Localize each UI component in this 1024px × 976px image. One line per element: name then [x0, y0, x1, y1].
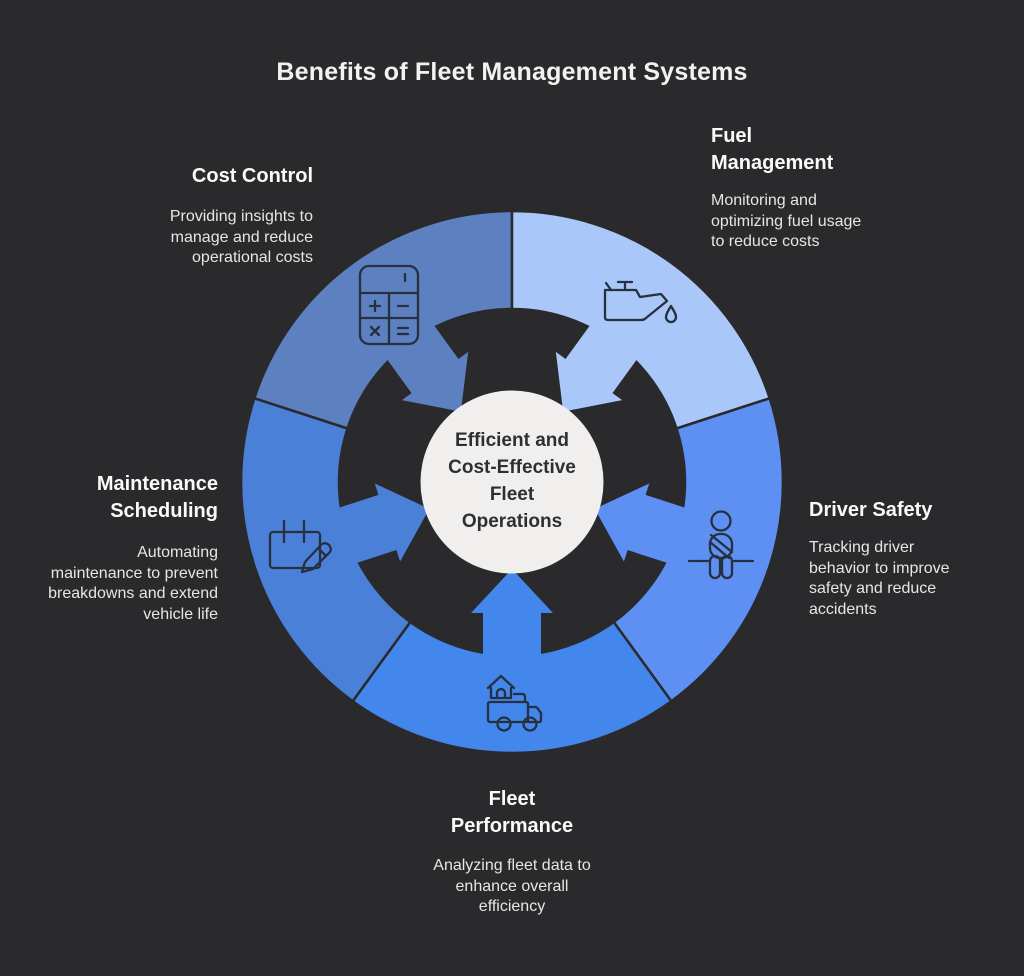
house-truck-icon	[486, 674, 543, 732]
section-description: Automating maintenance to prevent breakd…	[48, 544, 218, 623]
oil-can-icon	[603, 280, 678, 324]
section-fleet-performance: Fleet Performance Analyzing fleet data t…	[392, 786, 632, 918]
section-label: Maintenance Scheduling	[96, 473, 218, 522]
section-maintenance-scheduling: Maintenance Scheduling Automating mainte…	[47, 471, 218, 625]
arrow-maintenance-scheduling	[326, 483, 430, 568]
page-title: Benefits of Fleet Management Systems	[276, 58, 748, 86]
center-label: Efficient and Cost-Effective Fleet Opera…	[392, 427, 632, 535]
section-description: Tracking driver behavior to improve safe…	[809, 539, 950, 618]
center-label-line: Fleet	[489, 484, 535, 505]
section-label: Cost Control	[191, 165, 313, 187]
section-description: Analyzing fleet data to enhance overall …	[433, 857, 591, 915]
calendar-pencil-icon	[268, 519, 332, 574]
center-label-line: Operations	[461, 511, 563, 532]
seatbelt-person-icon	[687, 510, 755, 580]
segment-maintenance-scheduling	[239, 396, 413, 703]
section-description: Monitoring and optimizing fuel usage to …	[711, 192, 862, 250]
section-label: Fuel Management	[711, 125, 834, 174]
segment-driver-safety	[611, 396, 785, 703]
arrow-driver-safety	[594, 483, 698, 568]
segment-cost-control	[252, 209, 514, 431]
center-label-line: Efficient and	[454, 430, 569, 451]
arrow-fleet-performance	[471, 569, 553, 668]
center-circle	[420, 390, 604, 574]
section-cost-control: Cost Control Providing insights to manag…	[138, 164, 313, 269]
inward-arrows	[326, 314, 698, 668]
section-description: Providing insights to manage and reduce …	[169, 208, 313, 266]
section-label: Driver Safety	[809, 499, 933, 521]
section-label: Fleet Performance	[450, 788, 574, 837]
arrow-cost-control	[379, 314, 469, 412]
section-driver-safety: Driver Safety Tracking driver behavior t…	[809, 498, 977, 620]
calculator-icon	[358, 264, 420, 346]
center-label-line: Cost-Effective	[448, 457, 576, 478]
section-fuel-management: Fuel Management Monitoring and optimizin…	[711, 123, 863, 253]
arrow-fuel-management	[555, 314, 645, 412]
